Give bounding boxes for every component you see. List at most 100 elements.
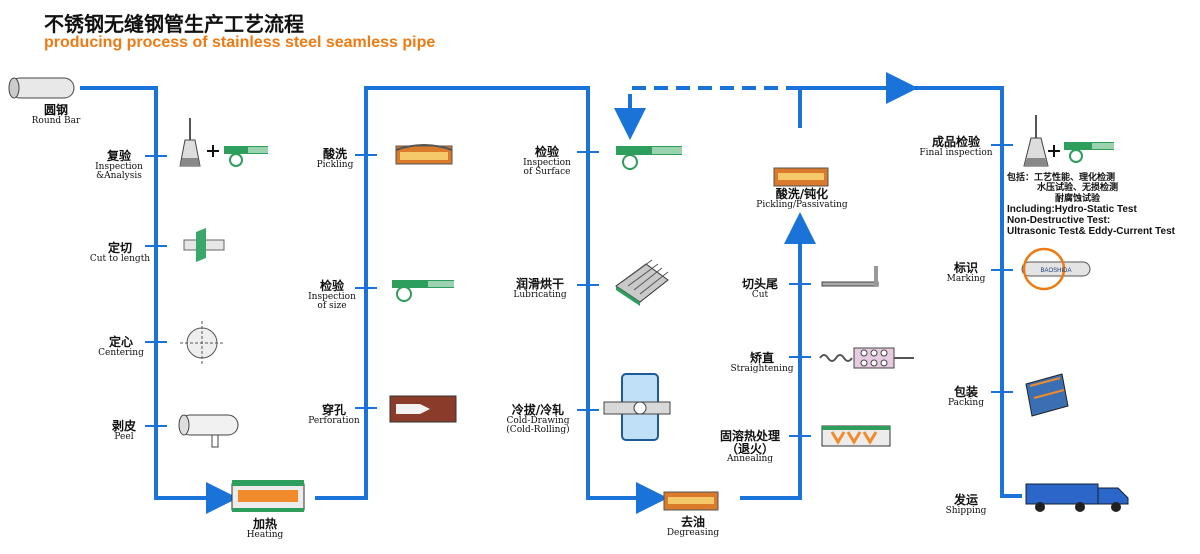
- step-inspection-surface-cn: 检验: [534, 145, 559, 159]
- round-bar-icon: [8, 77, 75, 99]
- step-packing-cn: 包装: [953, 385, 978, 399]
- step-straightening: 矫直 Straightening: [722, 352, 802, 374]
- final-flask-icon: [1023, 115, 1049, 167]
- step-cut-en: Cut: [751, 289, 769, 300]
- step-pickling-passivating-en: Pickling/Passivating: [756, 199, 848, 210]
- step-inspection-surface: 检验 Inspection of Surface: [512, 146, 582, 177]
- step-heating-cn: 加热: [252, 517, 277, 531]
- step-inspection-size-cn: 检验: [319, 279, 344, 293]
- step-peel-cn: 剥皮: [111, 419, 136, 433]
- step-lubricating-cn: 润滑烘干: [515, 277, 564, 291]
- step-annealing: 固溶热处理 （退火） Annealing: [700, 430, 800, 465]
- step-cut-cn: 切头尾: [741, 277, 778, 291]
- step-degreasing: 去油 Degreasing: [656, 516, 730, 538]
- lubricating-rack-icon: [615, 259, 669, 306]
- step-degreasing-cn: 去油: [680, 515, 705, 529]
- perforation-icon: [389, 395, 457, 423]
- step-inspection-analysis-cn: 复验: [106, 149, 131, 163]
- step-cut-to-length-cn: 定切: [107, 241, 132, 255]
- step-pickling-cn: 酸洗: [322, 147, 347, 161]
- step-perforation-en: Perforation: [308, 415, 360, 426]
- flow-line-heating-out: [315, 86, 668, 514]
- step-inspection-size-en2: of size: [317, 301, 347, 312]
- step-inspection-size: 检验 Inspection of size: [300, 280, 364, 311]
- step-degreasing-en: Degreasing: [666, 527, 720, 538]
- diagram-title-cn: 不锈钢无缝钢管生产工艺流程: [44, 12, 304, 36]
- step-packing: 包装 Packing: [936, 386, 996, 408]
- step-pickling-en: Pickling: [316, 159, 354, 170]
- final-plus-sign: [1048, 145, 1060, 157]
- step-annealing-en: Annealing: [726, 454, 774, 465]
- step-final-inspection-cn: 成品检验: [931, 135, 980, 149]
- step-annealing-cn: 固溶热处理: [719, 429, 780, 443]
- step-marking-en: Marking: [946, 273, 986, 284]
- step-inspection-size-en1: Inspection: [308, 291, 356, 302]
- plus-sign: [207, 145, 219, 157]
- step-cut: 切头尾 Cut: [732, 278, 788, 300]
- step-pickling-passivating-cn: 酸洗/钝化: [775, 187, 829, 201]
- step-cold-drawing: 冷拔/冷轧 Cold-Drawing (Cold-Rolling): [496, 404, 580, 435]
- step-shipping-en: Shipping: [945, 505, 987, 516]
- step-pickling-passivating: 酸洗/钝化 Pickling/Passivating: [750, 188, 854, 210]
- step-marking-cn: 标识: [953, 261, 978, 275]
- diagram-title-en: producing process of stainless steel sea…: [44, 34, 436, 51]
- final-notes-cn1: 包括：工艺性能、理化检测: [1007, 173, 1116, 183]
- step-final-inspection-en: Final inspection: [919, 147, 993, 158]
- step-cold-drawing-en1: Cold-Drawing: [506, 415, 570, 426]
- step-cold-drawing-en2: (Cold-Rolling): [506, 425, 570, 436]
- flask-icon: [179, 118, 201, 167]
- final-notes-en1: Including:Hydro-Static Test: [1007, 204, 1137, 216]
- peel-icon: [178, 414, 239, 448]
- final-notes-cn2: 水压试验、无损检测: [1037, 183, 1119, 194]
- caliper-icon: [224, 146, 268, 167]
- step-shipping: 发运 Shipping: [936, 494, 996, 516]
- cut-to-length-icon: [183, 228, 225, 262]
- shipping-truck-icon: [1025, 483, 1129, 512]
- flow-line-degreasing-out: [740, 212, 816, 500]
- step-lubricating: 润滑烘干 Lubricating: [500, 278, 580, 300]
- final-caliper-icon: [1064, 142, 1114, 163]
- marking-logo-text: BAOSHIDA: [1040, 268, 1071, 274]
- surface-gauge-icon: [616, 146, 682, 170]
- step-inspection-surface-en2: of Surface: [523, 167, 571, 178]
- step-packing-en: Packing: [948, 397, 984, 408]
- step-cut-to-length-en: Cut to length: [89, 253, 151, 264]
- annealing-furnace-icon: [821, 425, 891, 447]
- passivating-tank-icon: [773, 167, 829, 187]
- centering-icon: [180, 321, 224, 365]
- step-inspection-analysis-en2: &Analysis: [96, 171, 142, 182]
- degreasing-tank-icon: [663, 491, 719, 511]
- final-inspection-notes: 包括：工艺性能、理化检测 水压试验、无损检测 耐腐蚀试验 Including:H…: [1007, 173, 1175, 237]
- cut-icon: [821, 266, 879, 287]
- flow-line-col-final: [902, 86, 1022, 498]
- step-centering: 定心 Centering: [86, 336, 156, 358]
- flow-line-return-dashed: [614, 86, 800, 140]
- step-perforation: 穿孔 Perforation: [302, 404, 366, 426]
- step-final-inspection: 成品检验 Final inspection: [914, 136, 998, 158]
- straightening-machine-icon: [819, 347, 914, 369]
- step-straightening-en: Straightening: [730, 363, 794, 374]
- step-peel-en: Peel: [114, 431, 134, 442]
- step-inspection-surface-en1: Inspection: [523, 157, 571, 168]
- step-inspection-analysis: 复验 Inspection &Analysis: [84, 150, 154, 181]
- step-centering-cn: 定心: [108, 335, 133, 349]
- step-perforation-cn: 穿孔: [321, 403, 346, 417]
- step-inspection-analysis-en1: Inspection: [95, 161, 143, 172]
- step-shipping-cn: 发运: [953, 493, 978, 507]
- step-lubricating-en: Lubricating: [513, 289, 567, 300]
- final-notes-en3: Ultrasonic Test& Eddy-Current Test: [1007, 226, 1175, 238]
- step-pickling: 酸洗 Pickling: [306, 148, 364, 170]
- packing-box-icon: [1025, 373, 1069, 417]
- cold-drawing-die-icon: [603, 373, 671, 441]
- step-straightening-cn: 矫直: [749, 351, 774, 365]
- final-notes-en2: Non-Destructive Test:: [1007, 215, 1111, 227]
- step-cold-drawing-cn: 冷拔/冷轧: [511, 403, 565, 417]
- final-notes-cn3: 耐腐蚀试验: [1055, 193, 1101, 204]
- step-marking: 标识 Marking: [934, 262, 998, 284]
- step-peel: 剥皮 Peel: [96, 420, 152, 442]
- step-annealing-cn2: （退火）: [725, 441, 774, 456]
- step-cut-to-length: 定切 Cut to length: [84, 242, 156, 264]
- step-round-bar-en: Round Bar: [31, 115, 81, 126]
- step-round-bar-cn: 圆钢: [43, 103, 68, 117]
